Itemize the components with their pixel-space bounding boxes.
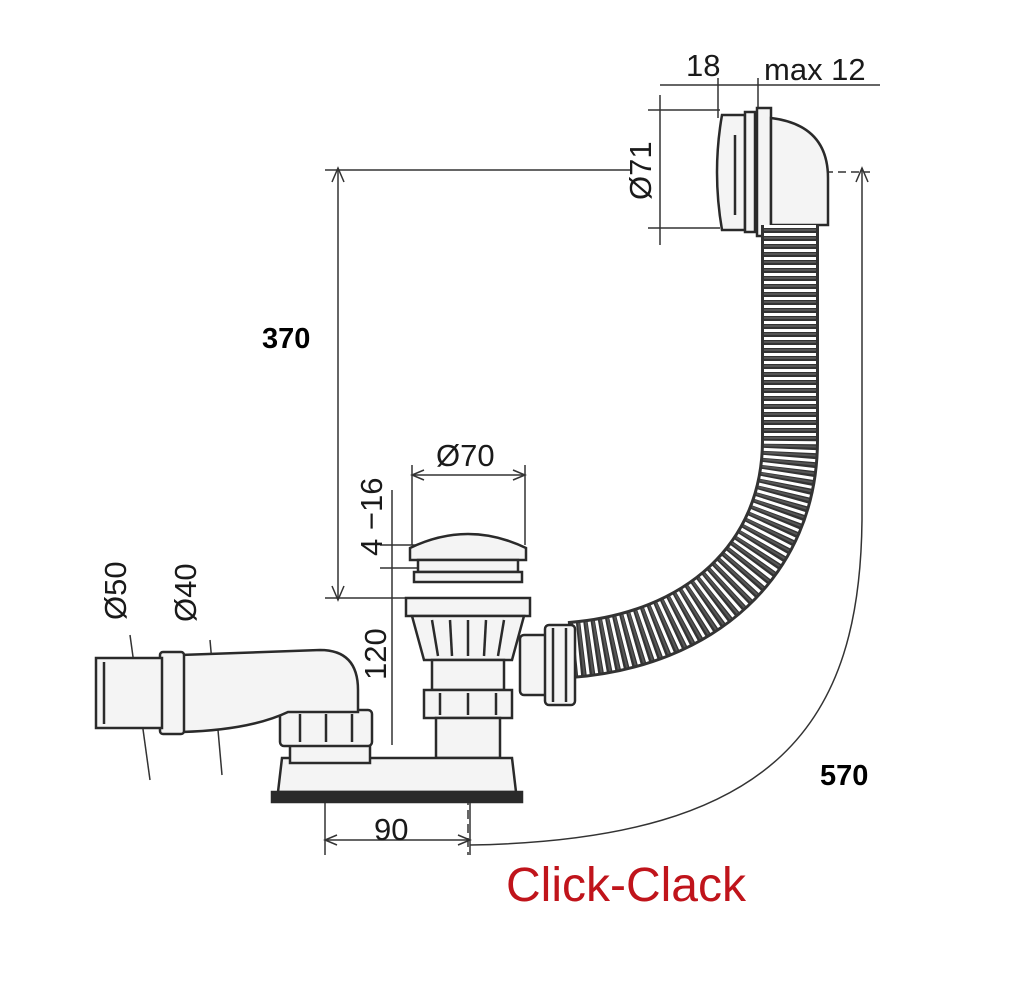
siphon-base — [270, 708, 524, 804]
dim-outlet-50: Ø50 — [98, 561, 133, 620]
dim-adjust-range: 4 −16 — [354, 477, 389, 556]
overflow-head — [715, 106, 830, 238]
dim-length-570: 570 — [820, 760, 869, 792]
dim-height-370: 370 — [262, 323, 311, 355]
waste-valve — [404, 532, 532, 760]
dim-overflow-max: max 12 — [764, 52, 866, 87]
hose-connector — [518, 623, 577, 707]
corrugated-hose — [567, 225, 819, 679]
outlet-elbow — [94, 648, 360, 736]
dim-overflow-width: 18 — [686, 48, 721, 83]
brand-label: Click-Clack — [506, 859, 746, 912]
dim-waste-diameter: Ø70 — [436, 438, 495, 473]
dim-offset-90: 90 — [374, 812, 409, 847]
dim-outlet-40: Ø40 — [168, 563, 203, 622]
dim-height-120: 120 — [358, 628, 393, 680]
dim-overflow-diameter: Ø71 — [623, 141, 658, 200]
